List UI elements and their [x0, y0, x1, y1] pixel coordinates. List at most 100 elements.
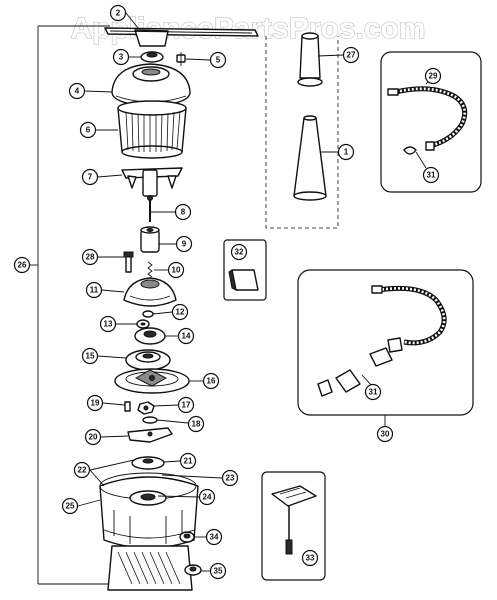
svg-text:29: 29: [429, 72, 438, 81]
svg-text:6: 6: [86, 126, 91, 135]
svg-text:25: 25: [66, 502, 75, 511]
ring-housing-part: [125, 349, 171, 371]
nut-part: [140, 51, 164, 63]
callout-11: 11: [85, 281, 103, 299]
svg-text:31: 31: [427, 171, 436, 180]
callout-23: 23: [221, 469, 239, 487]
callout-12: 12: [171, 303, 189, 321]
callout-3: 3: [112, 48, 130, 66]
svg-text:8: 8: [181, 208, 186, 217]
hex-nut-part: [137, 401, 155, 415]
svg-text:2: 2: [116, 9, 121, 18]
small-screw-part: [124, 401, 131, 412]
callout-27: 27: [342, 46, 360, 64]
motor-base-part: [107, 545, 193, 591]
callout-24: 24: [198, 488, 216, 506]
callout-34: 34: [205, 528, 223, 546]
callout-10: 10: [167, 261, 185, 279]
hose-kit-box: [380, 51, 482, 193]
svg-text:17: 17: [182, 401, 191, 410]
callout-2: 2: [109, 4, 127, 22]
pump-housing-part: [99, 472, 199, 549]
svg-text:15: 15: [86, 352, 95, 361]
spring-part: [147, 261, 153, 278]
callout-22: 22: [73, 461, 91, 479]
callout-28: 28: [81, 248, 99, 266]
svg-text:9: 9: [182, 240, 187, 249]
callout-25: 25: [61, 497, 79, 515]
leader-lines: [77, 12, 431, 572]
small-seal-part: [142, 310, 154, 318]
svg-text:28: 28: [86, 253, 95, 262]
callout-7: 7: [81, 168, 99, 186]
svg-text:27: 27: [347, 51, 356, 60]
svg-text:33: 33: [306, 554, 315, 563]
svg-text:34: 34: [210, 533, 219, 542]
filter-screen-part: [117, 100, 187, 159]
pump-plate-part: [114, 368, 190, 394]
callout-31-bottom: 31: [364, 383, 382, 401]
svg-text:11: 11: [90, 286, 99, 295]
svg-text:5: 5: [216, 56, 221, 65]
cover-dome-part: [111, 63, 191, 107]
callout-14: 14: [177, 327, 195, 345]
callout-30: 30: [376, 425, 394, 443]
svg-text:23: 23: [226, 474, 235, 483]
svg-text:22: 22: [78, 466, 87, 475]
callout-8: 8: [174, 203, 192, 221]
svg-text:7: 7: [88, 173, 93, 182]
svg-text:14: 14: [182, 332, 191, 341]
svg-text:30: 30: [381, 430, 390, 439]
callout-15: 15: [81, 347, 99, 365]
callout-5: 5: [209, 51, 227, 69]
cap-part: [184, 564, 202, 576]
grommet-part: [179, 531, 195, 543]
svg-text:21: 21: [184, 457, 193, 466]
svg-text:32: 32: [235, 248, 244, 257]
shaft-pin-part: [147, 195, 153, 222]
svg-text:35: 35: [214, 567, 223, 576]
svg-text:1: 1: [344, 148, 349, 157]
washer-part: [136, 319, 150, 329]
callout-21: 21: [179, 452, 197, 470]
svg-text:24: 24: [203, 493, 212, 502]
callout-4: 4: [68, 82, 86, 100]
seal-housing-part: [123, 277, 177, 307]
screw-part: [176, 52, 186, 66]
callout-16: 16: [202, 372, 220, 390]
svg-text:16: 16: [207, 377, 216, 386]
svg-text:19: 19: [91, 399, 100, 408]
impeller-part: [131, 456, 165, 470]
impeller-hub-part: [121, 167, 183, 197]
callout-29: 29: [424, 67, 442, 85]
callout-26: 26: [13, 256, 31, 274]
callout-13: 13: [99, 315, 117, 333]
drain-hose-kit-box: [297, 269, 474, 428]
spray-arm-part: [104, 27, 259, 47]
callout-32: 32: [230, 243, 248, 261]
callout-35: 35: [209, 562, 227, 580]
assembly-bracket: [30, 25, 110, 585]
chopper-blade-part: [127, 427, 173, 443]
callout-19: 19: [86, 394, 104, 412]
bolt-part: [123, 251, 134, 273]
svg-text:12: 12: [176, 308, 185, 317]
callout-6: 6: [79, 121, 97, 139]
callout-31-top: 31: [422, 166, 440, 184]
flat-washer-part: [142, 416, 158, 424]
seal-cup-part: [134, 327, 166, 345]
svg-text:20: 20: [89, 433, 98, 442]
callout-18: 18: [187, 415, 205, 433]
callout-1: 1: [337, 143, 355, 161]
svg-text:4: 4: [75, 87, 80, 96]
svg-text:18: 18: [192, 420, 201, 429]
svg-text:13: 13: [104, 320, 113, 329]
svg-text:10: 10: [172, 266, 181, 275]
callout-17: 17: [177, 396, 195, 414]
svg-text:31: 31: [369, 388, 378, 397]
callout-20: 20: [84, 428, 102, 446]
callout-9: 9: [175, 235, 193, 253]
svg-text:26: 26: [18, 261, 27, 270]
svg-text:3: 3: [119, 53, 124, 62]
